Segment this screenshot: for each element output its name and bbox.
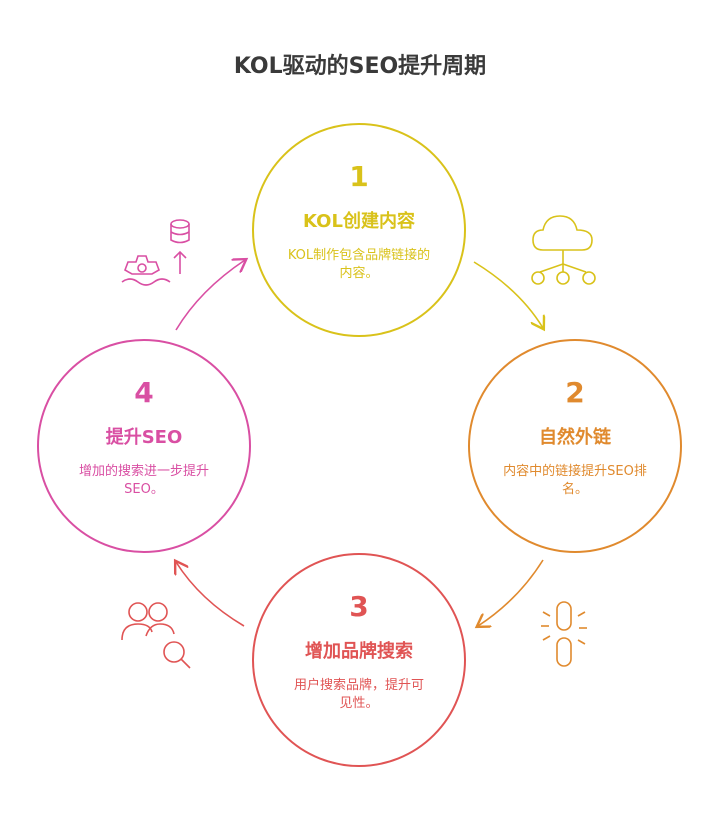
step-3-desc: 用户搜索品牌，提升可 见性。 bbox=[293, 678, 424, 711]
arrow-2-to-3 bbox=[478, 559, 544, 626]
step-4-number: 4 bbox=[134, 376, 154, 409]
page-title: KOL驱动的SEO提升周期 bbox=[233, 54, 487, 79]
users-search-icon bbox=[121, 602, 191, 669]
database-growth-icon bbox=[121, 219, 190, 286]
step-3-text: 3 增加品牌搜索 用户搜索品牌，提升可 见性。 bbox=[269, 590, 449, 713]
step-4-title: 提升SEO bbox=[105, 427, 183, 448]
cloud-network-icon bbox=[531, 215, 596, 285]
step-1-desc: KOL制作包含品牌链接的 内容。 bbox=[287, 248, 431, 281]
step-2-title: 自然外链 bbox=[539, 427, 611, 448]
broken-link-icon bbox=[541, 601, 587, 667]
arrow-3-to-4 bbox=[176, 562, 245, 627]
step-3-circle bbox=[252, 553, 466, 767]
step-1-circle bbox=[252, 123, 466, 337]
step-2-circle bbox=[468, 339, 682, 553]
step-1-title: KOL创建内容 bbox=[303, 211, 415, 232]
step-3-number: 3 bbox=[349, 590, 369, 623]
step-4-desc: 增加的搜索进一步提升 SEO。 bbox=[78, 464, 209, 497]
arrow-1-to-2 bbox=[473, 261, 543, 328]
step-2-text: 2 自然外链 内容中的链接提升SEO排 名。 bbox=[485, 376, 665, 499]
step-1-text: 1 KOL创建内容 KOL制作包含品牌链接的 内容。 bbox=[269, 160, 449, 283]
arrow-4-to-1 bbox=[175, 260, 245, 331]
step-2-number: 2 bbox=[565, 376, 585, 409]
step-2-desc: 内容中的链接提升SEO排 名。 bbox=[503, 464, 647, 497]
step-3-title: 增加品牌搜索 bbox=[305, 641, 413, 662]
step-4-circle bbox=[37, 339, 251, 553]
step-1-number: 1 bbox=[349, 160, 369, 193]
step-4-text: 4 提升SEO 增加的搜索进一步提升 SEO。 bbox=[54, 376, 234, 499]
